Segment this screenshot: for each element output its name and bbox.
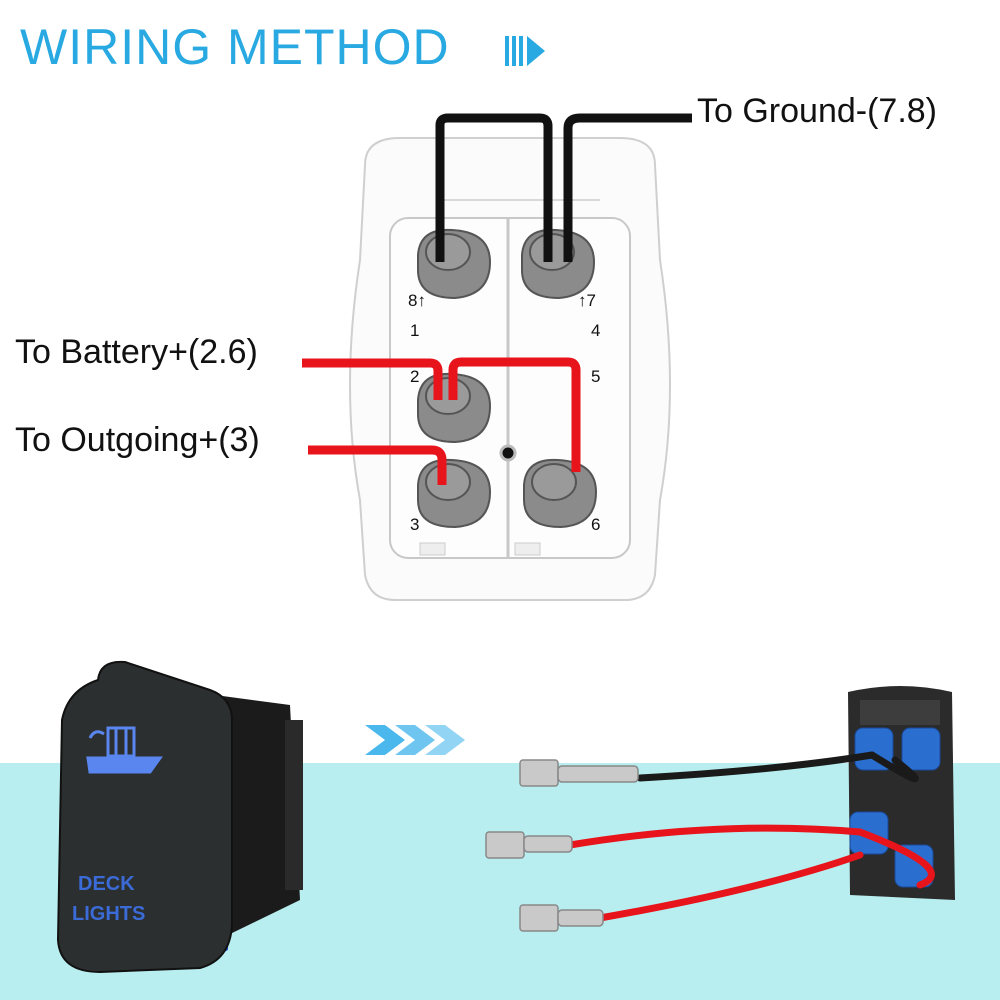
pin-label-6: 6 bbox=[591, 515, 600, 534]
pin-label-8: 8↑ bbox=[408, 291, 426, 310]
center-dot bbox=[499, 444, 517, 462]
chevrons-right-icon bbox=[365, 725, 465, 755]
ground-wires bbox=[435, 113, 692, 262]
page-title: WIRING METHOD bbox=[20, 19, 450, 75]
terminal-8 bbox=[417, 228, 492, 300]
terminal-3 bbox=[417, 458, 492, 529]
outgoing-label: To Outgoing+(3) bbox=[15, 421, 260, 459]
pin-label-1: 1 bbox=[410, 321, 419, 340]
switch-terminal-block bbox=[389, 217, 631, 559]
ground-label: To Ground-(7.8) bbox=[697, 92, 937, 130]
terminal-7 bbox=[521, 228, 596, 300]
pin-label-7: ↑7 bbox=[578, 291, 596, 310]
switch-housing bbox=[349, 137, 671, 601]
pin-label-5: 5 bbox=[591, 367, 600, 386]
pin-label-4: 4 bbox=[591, 321, 600, 340]
pin-label-3: 3 bbox=[410, 515, 419, 534]
forward-arrow-icon bbox=[505, 36, 545, 66]
battery-label: To Battery+(2.6) bbox=[15, 333, 258, 371]
positive-wires bbox=[302, 357, 581, 485]
bottom-background-band bbox=[0, 763, 1000, 1000]
pin-label-2: 2 bbox=[410, 367, 419, 386]
terminal-6 bbox=[523, 458, 598, 529]
terminal-2 bbox=[417, 372, 492, 444]
